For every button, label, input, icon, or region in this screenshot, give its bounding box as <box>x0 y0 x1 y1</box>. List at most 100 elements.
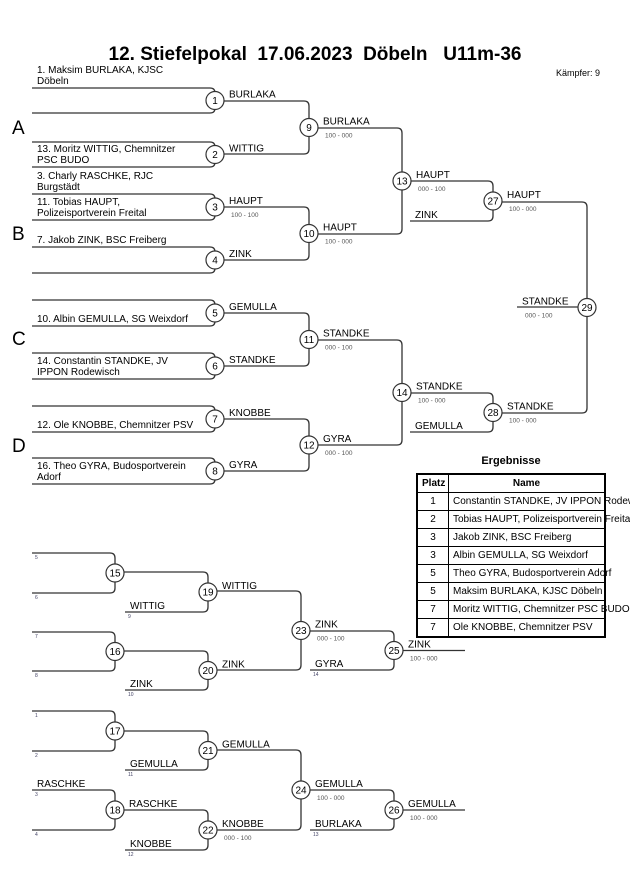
winner-label-5: GEMULLA <box>229 302 277 313</box>
match-circle-16 <box>105 641 125 662</box>
match-number-14: 14 <box>396 388 408 399</box>
match-circle-21 <box>198 740 218 761</box>
winner-label-18: RASCHKE <box>129 799 178 810</box>
match-number-17: 17 <box>109 727 121 738</box>
place: 5 <box>416 582 449 601</box>
fighter-name: Jakob ZINK, BSC Freiberg <box>448 528 606 547</box>
match-circle-2 <box>205 144 225 165</box>
place: 5 <box>416 564 449 583</box>
seed-label: 14 <box>313 672 319 678</box>
match-circle-1 <box>205 90 225 111</box>
winner-label-8: GYRA <box>229 460 258 471</box>
bracket-line-24 <box>208 749 302 831</box>
match-circle-10 <box>299 223 319 244</box>
winner-label-28: STANDKE <box>507 402 554 413</box>
score-label-3: 100 - 100 <box>231 212 259 219</box>
entry-label: 13. Moritz WITTIG, Chemnitzer PSC BUDO <box>37 144 176 166</box>
score-label-10: 100 - 000 <box>325 239 353 246</box>
match-number-28: 28 <box>487 408 499 419</box>
winner-label-4: ZINK <box>229 249 252 260</box>
match-number-10: 10 <box>303 229 315 240</box>
match-number-27: 27 <box>487 197 499 208</box>
entry-label: 11. Tobias HAUPT, Polizeisportverein Fre… <box>37 197 147 219</box>
feed-label: GEMULLA <box>130 759 178 770</box>
match-number-9: 9 <box>306 123 312 134</box>
match-circle-14 <box>392 382 412 403</box>
feed-label: GEMULLA <box>415 421 463 432</box>
match-number-25: 25 <box>388 646 400 657</box>
match-circle-6 <box>205 356 225 376</box>
score-label-25: 100 - 000 <box>410 656 438 663</box>
bracket-line-15 <box>32 552 116 594</box>
match-number-2: 2 <box>212 150 218 161</box>
feed-label: ZINK <box>415 210 438 221</box>
seed-label: 11 <box>128 772 133 778</box>
score-label-12: 000 - 100 <box>325 450 353 457</box>
score-label-26: 100 - 000 <box>410 815 438 822</box>
feed-label: BURLAKA <box>315 819 362 830</box>
bracket-line-20 <box>115 650 209 691</box>
seed-label: 3 <box>35 792 38 798</box>
fighter-count: Kämpfer: 9 <box>555 68 600 78</box>
winner-label-7: KNOBBE <box>229 408 271 419</box>
place: 3 <box>416 546 449 565</box>
match-number-24: 24 <box>295 786 307 797</box>
score-label-27: 100 - 000 <box>509 206 537 213</box>
entry-label: 14. Constantin STANDKE, JV IPPON Rodewis… <box>37 356 168 378</box>
entry-label: 12. Ole KNOBBE, Chemnitzer PSV <box>37 420 194 431</box>
seed-label: 2 <box>35 753 38 759</box>
match-circle-25 <box>384 640 404 661</box>
match-circle-8 <box>205 461 225 481</box>
match-circle-24 <box>291 780 311 800</box>
match-circle-9 <box>299 117 319 138</box>
winner-label-12: GYRA <box>323 434 352 445</box>
match-circle-13 <box>392 171 412 191</box>
winner-label-22: KNOBBE <box>222 819 264 830</box>
results-title: Ergebnisse <box>481 455 541 467</box>
score-label-22: 000 - 100 <box>224 835 252 842</box>
feed-label: GYRA <box>315 659 344 670</box>
place: 1 <box>416 492 449 511</box>
match-number-11: 11 <box>304 335 315 346</box>
entry-label: 3. Charly RASCHKE, RJC Burgstädt <box>37 171 154 193</box>
winner-label-26: GEMULLA <box>408 799 456 810</box>
match-number-1: 1 <box>212 96 218 107</box>
entry-label: 1. Maksim BURLAKA, KJSC Döbeln <box>37 65 164 87</box>
match-number-8: 8 <box>212 467 218 478</box>
results-header-row: Platz Name <box>416 473 606 493</box>
bracket-line-18 <box>32 789 116 831</box>
winner-label-27: HAUPT <box>507 190 541 201</box>
match-number-7: 7 <box>212 415 218 426</box>
match-number-26: 26 <box>388 806 400 817</box>
header-place: Platz <box>416 473 449 493</box>
match-circle-4 <box>205 250 225 270</box>
feed-label: STANDKE <box>522 297 569 308</box>
seed-label: 13 <box>313 832 319 838</box>
winner-label-20: ZINK <box>222 660 245 671</box>
bracket-line-4 <box>32 246 216 274</box>
score-label-28: 100 - 000 <box>509 418 537 425</box>
match-circle-29 <box>577 297 597 318</box>
score-label-9: 100 - 000 <box>325 133 353 140</box>
place: 7 <box>416 618 449 638</box>
place: 2 <box>416 510 449 529</box>
match-number-13: 13 <box>396 177 408 188</box>
winner-label-10: HAUPT <box>323 223 357 234</box>
winner-label-23: ZINK <box>315 620 338 631</box>
match-number-19: 19 <box>202 588 214 599</box>
match-number-5: 5 <box>212 309 218 320</box>
feed-label: ZINK <box>130 679 153 690</box>
pool-label-C: C <box>12 329 26 350</box>
match-number-18: 18 <box>109 806 121 817</box>
match-circle-23 <box>291 620 311 641</box>
seed-label: 9 <box>128 614 131 620</box>
